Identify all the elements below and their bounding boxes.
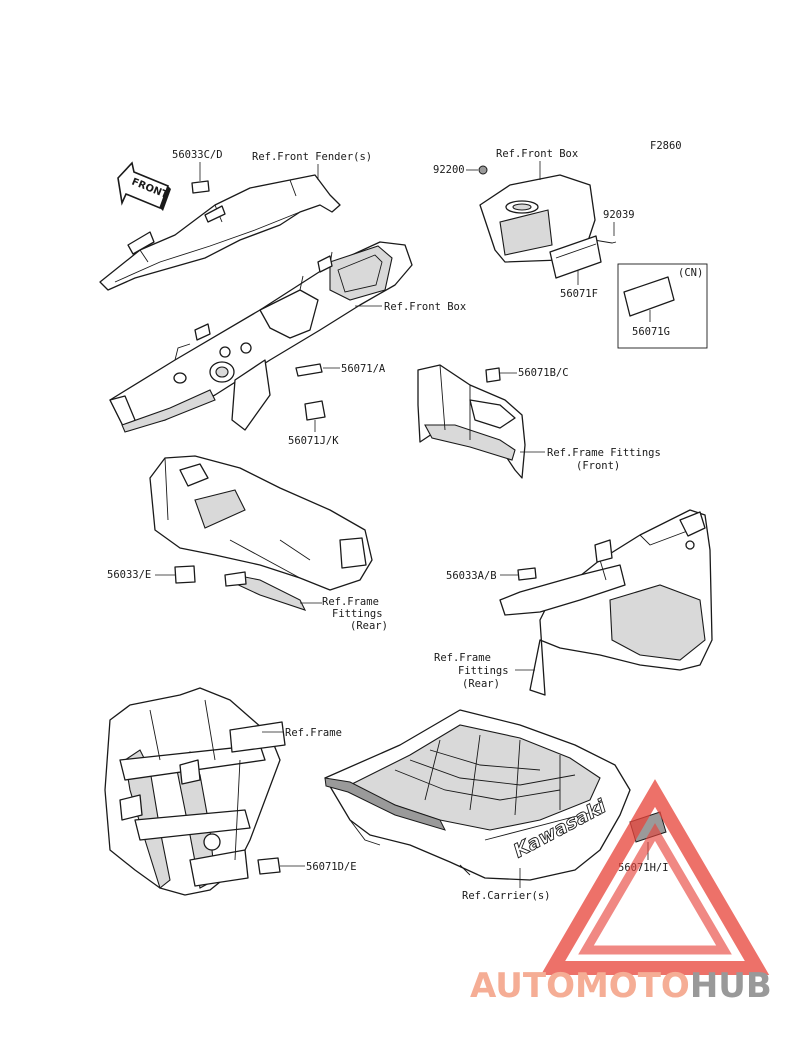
label-56071f: 56071F — [560, 288, 598, 300]
label-ref-frame-fittings-rear-a2: Fittings — [332, 608, 383, 620]
label-ref-front-box-top: Ref.Front Box — [496, 148, 578, 160]
warning-triangle-logo — [540, 779, 770, 975]
front-box-lid-part — [479, 174, 596, 263]
label-56033e: 56033/E — [107, 569, 151, 581]
label-ref-frame-fittings-front-1: Ref.Frame Fittings — [547, 447, 661, 459]
decal-56033cd — [191, 180, 210, 194]
automotohub-watermark: AUTOMOTOHUB — [470, 779, 772, 1006]
label-ref-frame-fittings-rear-b2: Fittings — [458, 665, 509, 677]
label-ref-frame-fittings-rear-a1: Ref.Frame — [322, 596, 379, 608]
label-56033cd: 56033C/D — [172, 149, 223, 161]
decal-56033e — [174, 565, 196, 584]
rear-center-cover-part — [149, 455, 373, 611]
label-56071bc: 56071B/C — [518, 367, 569, 379]
frame-fittings-rear-part — [499, 509, 713, 696]
label-ref-front-fender: Ref.Front Fender(s) — [252, 151, 372, 163]
label-ref-frame-fittings-rear-a3: (Rear) — [350, 620, 388, 632]
pin-92039 — [593, 239, 617, 244]
figure-code: F2860 — [650, 140, 682, 152]
fastener-92200 — [478, 165, 488, 175]
label-92039: 92039 — [603, 209, 635, 221]
dashboard-part — [109, 241, 413, 433]
label-56071de: 56071D/E — [306, 861, 357, 873]
frame-fittings-front-part — [417, 364, 526, 479]
watermark-part1: AUTOMOTO — [470, 966, 690, 1006]
label-ref-carrier: Ref.Carrier(s) — [462, 890, 551, 902]
label-56071a: 56071/A — [341, 363, 386, 375]
label-cn: (CN) — [678, 267, 703, 279]
svg-text:AUTOMOTOHUB: AUTOMOTOHUB — [470, 966, 772, 1006]
front-arrow-icon: FRONT — [117, 161, 171, 211]
label-56033ab: 56033A/B — [446, 570, 497, 582]
cn-variant-box — [617, 263, 708, 349]
label-56071jk: 56071J/K — [288, 435, 339, 447]
label-56071hi: 56071H/I — [618, 862, 669, 874]
label-ref-front-box-mid: Ref.Front Box — [384, 301, 466, 313]
label-ref-frame-fittings-front-2: (Front) — [576, 460, 620, 472]
label-ref-frame-fittings-rear-b1: Ref.Frame — [434, 652, 491, 664]
decal-56071de — [257, 857, 281, 875]
decal-56071jk — [304, 400, 326, 421]
decal-56071a — [295, 363, 323, 377]
carrier-part: Kawasaki — [324, 709, 631, 881]
label-ref-frame: Ref.Frame — [285, 727, 342, 739]
decal-56071g — [623, 276, 675, 317]
label-ref-frame-fittings-rear-b3: (Rear) — [462, 678, 500, 690]
frame-part — [104, 687, 286, 896]
watermark-part2: HUB — [690, 966, 772, 1006]
label-92200: 92200 — [433, 164, 465, 176]
decal-56033ab — [517, 567, 537, 581]
label-56071g: 56071G — [632, 326, 670, 338]
front-fender-part — [99, 174, 341, 291]
decal-56071bc — [485, 367, 501, 383]
